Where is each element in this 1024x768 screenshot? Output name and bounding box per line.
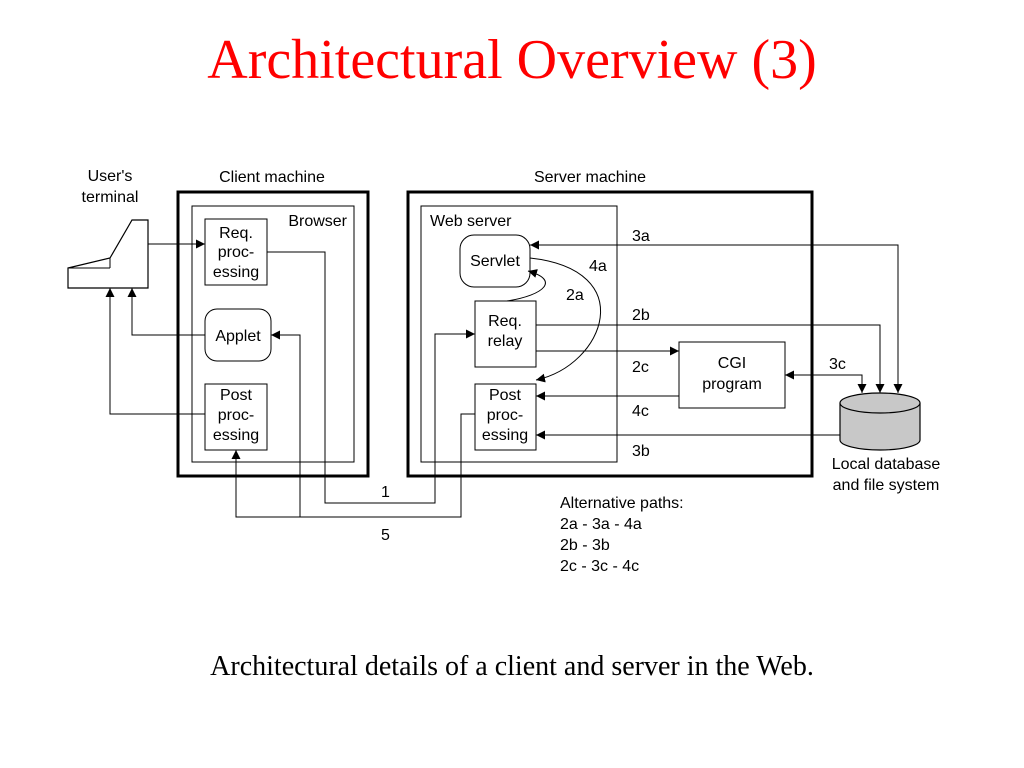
path-1-line — [267, 251, 475, 504]
alt-path-3: 2c - 3c - 4c — [560, 558, 639, 575]
database-label-1: Local database — [832, 456, 941, 473]
client-req-label-2: proc- — [218, 244, 254, 261]
label-3c: 3c — [829, 356, 846, 373]
server-post-label-3: essing — [482, 427, 528, 444]
cgi-label-2: program — [702, 376, 762, 393]
label-5: 5 — [381, 527, 390, 544]
server-machine-label: Server machine — [534, 169, 646, 186]
label-2b: 2b — [632, 307, 650, 324]
server-post-processing-box — [474, 383, 537, 451]
cgi-program-box — [678, 341, 786, 409]
servlet-label: Servlet — [470, 253, 520, 270]
path-5-line — [231, 413, 475, 518]
server-post-label-2: proc- — [487, 407, 523, 424]
client-req-label-1: Req. — [219, 225, 253, 242]
applet-label: Applet — [215, 328, 261, 345]
client-post-processing-box — [204, 383, 268, 451]
path-5-applet-line — [271, 330, 301, 517]
browser-label: Browser — [288, 213, 347, 230]
web-server-box — [420, 205, 618, 463]
label-1: 1 — [381, 484, 390, 501]
database-label-2: and file system — [833, 477, 940, 494]
req-relay-box — [474, 300, 537, 368]
label-3a: 3a — [632, 228, 650, 245]
client-post-label-3: essing — [213, 427, 259, 444]
server-post-label-1: Post — [489, 387, 522, 404]
browser-box — [191, 205, 355, 463]
label-3b: 3b — [632, 443, 650, 460]
database-icon — [839, 392, 921, 451]
terminal-icon — [67, 219, 149, 289]
path-3c-line — [785, 374, 867, 393]
slide-caption: Architectural details of a client and se… — [210, 651, 814, 682]
alt-path-2: 2b - 3b — [560, 537, 610, 554]
label-4a: 4a — [589, 258, 607, 275]
path-3a-line — [530, 244, 903, 393]
server-machine-box — [406, 190, 814, 478]
client-post-label-1: Post — [220, 387, 253, 404]
label-2a: 2a — [566, 287, 584, 304]
alt-path-1: 2a - 3a - 4a — [560, 516, 642, 533]
alternative-paths: Alternative paths: 2a - 3a - 4a 2b - 3b … — [560, 495, 684, 575]
req-relay-label-1: Req. — [488, 313, 522, 330]
client-req-processing-box — [204, 218, 268, 286]
client-req-label-3: essing — [213, 264, 259, 281]
post-to-terminal-arrow — [105, 288, 205, 415]
cgi-label-1: CGI — [718, 355, 746, 372]
label-2c: 2c — [632, 359, 649, 376]
servlet-box — [459, 234, 531, 288]
label-4c: 4c — [632, 403, 649, 420]
path-4a-curve — [529, 257, 602, 383]
path-2b-line — [536, 324, 885, 393]
client-machine-box — [176, 190, 370, 478]
req-relay-label-2: relay — [488, 333, 523, 350]
users-terminal-label-1: User's — [88, 168, 133, 185]
slide-title: Architectural Overview (3) — [207, 29, 817, 91]
client-machine-label: Client machine — [219, 169, 325, 186]
applet-to-terminal-arrow — [127, 288, 205, 336]
path-2a-curve — [506, 269, 546, 302]
client-post-label-2: proc- — [218, 407, 254, 424]
users-terminal-label-2: terminal — [82, 189, 139, 206]
alt-paths-heading: Alternative paths: — [560, 495, 684, 512]
web-server-label: Web server — [430, 213, 512, 230]
